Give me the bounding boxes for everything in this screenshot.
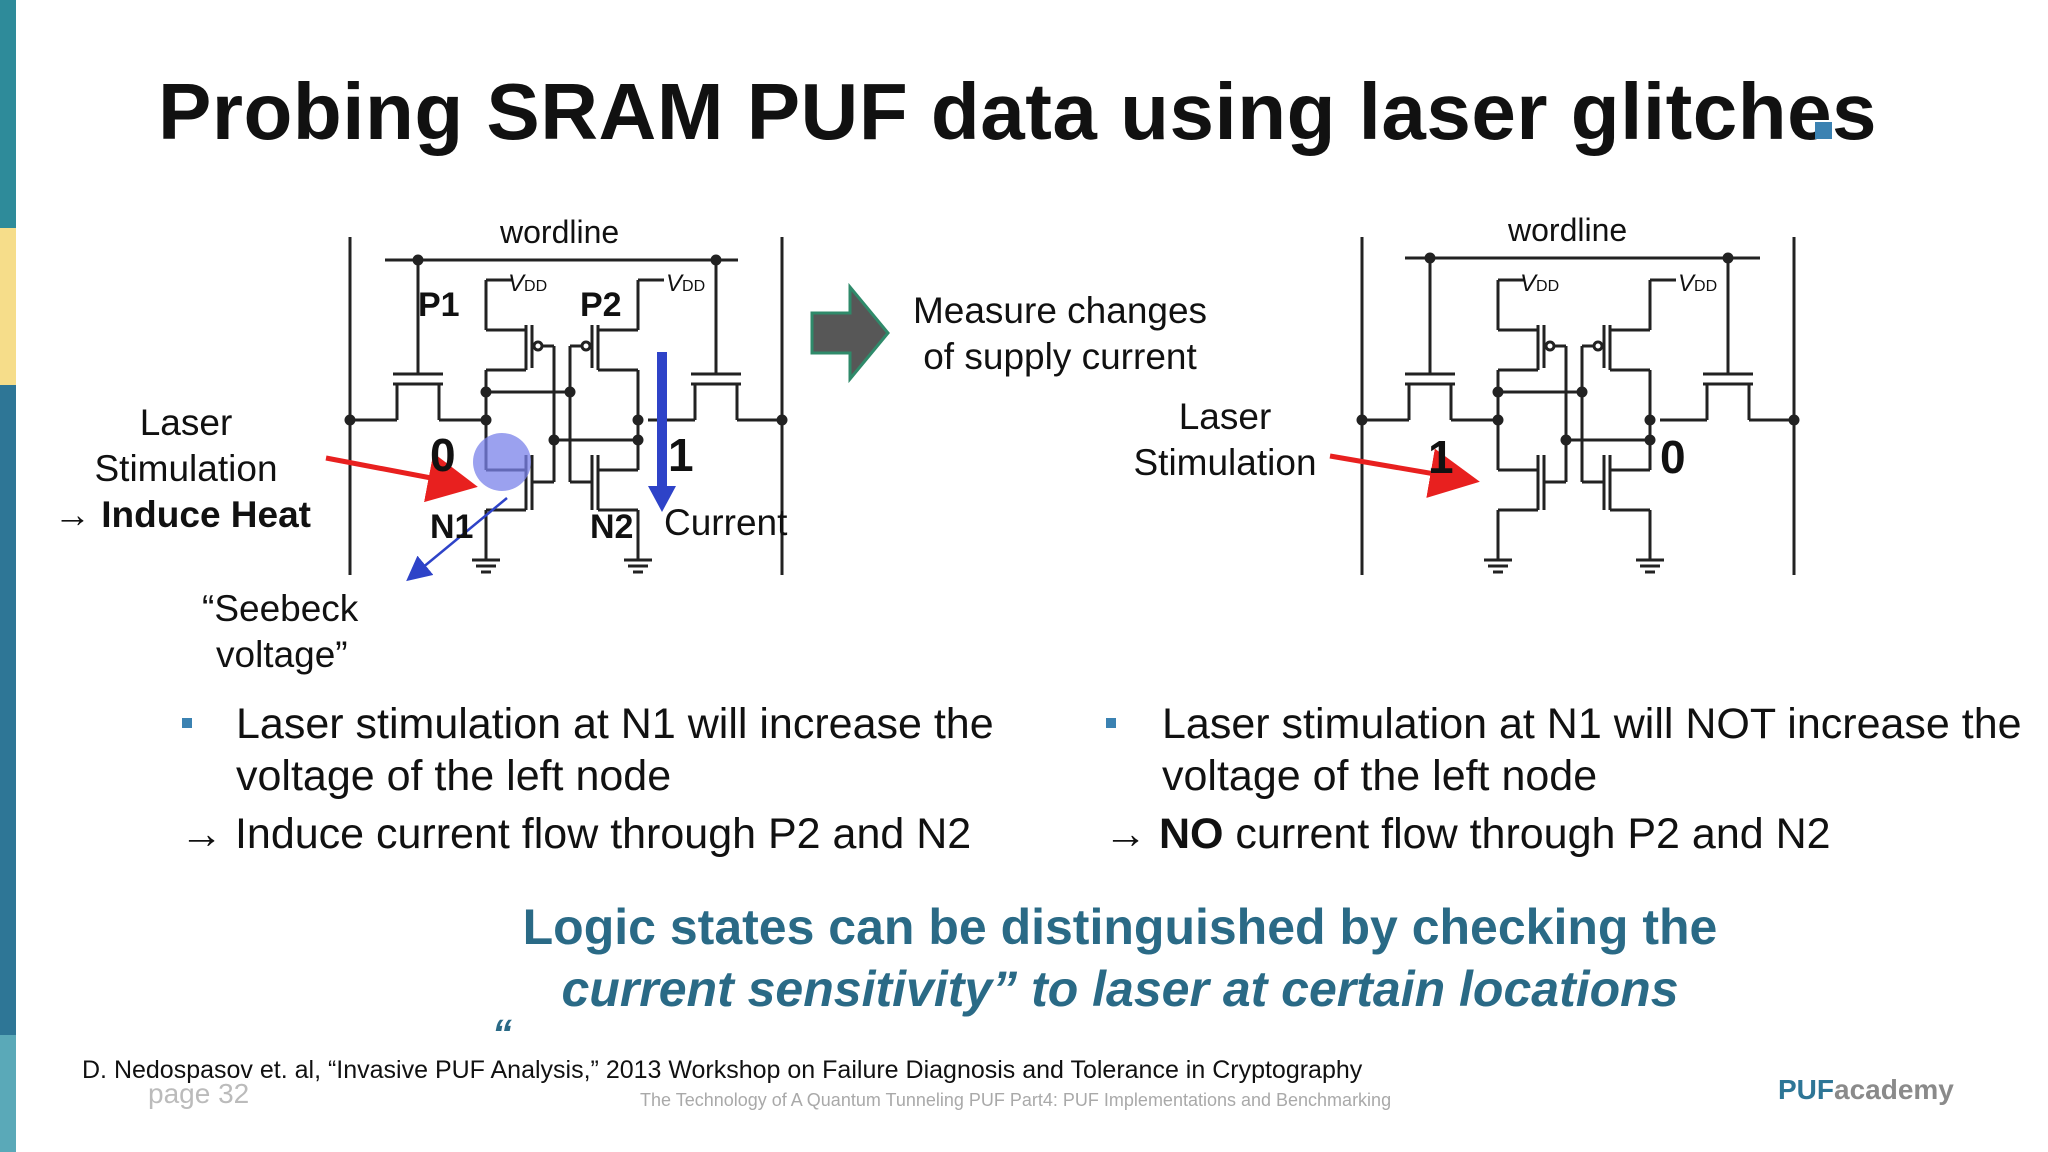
current-label: Current [664, 502, 788, 543]
slide-title: Probing SRAM PUF data using laser glitch… [158, 67, 1878, 156]
result-left: → Induce current flow through P2 and N2 [180, 810, 972, 858]
measure-arrow-icon [810, 282, 890, 384]
right-vdd2-label: VDD [1678, 270, 1718, 297]
title-accent-square [1815, 122, 1832, 139]
laser-arrow-right [1329, 448, 1480, 498]
right-wordline-label: wordline [1508, 212, 1628, 248]
reference-citation: D. Nedospasov et. al, “Invasive PUF Anal… [82, 1056, 1363, 1084]
induce-heat-label: → Induce Heat [54, 494, 311, 535]
p2-label: P2 [580, 286, 622, 324]
current-arrow-head [648, 486, 676, 512]
seebeck-arrow [406, 497, 508, 582]
seebeck-label-line2: voltage” [216, 634, 348, 675]
left-sram-cell [344, 237, 788, 575]
side-strip-light-teal [0, 1035, 16, 1152]
bullet-marker-right [1106, 718, 1116, 728]
bullet-marker-left [182, 718, 192, 728]
laser-stimulation-left-line1: Laser [139, 402, 233, 443]
page-number: page 32 [148, 1078, 250, 1109]
n2-label: N2 [590, 508, 634, 546]
right-state-1: 1 [1428, 431, 1454, 483]
left-state-0: 0 [430, 429, 456, 481]
laser-stimulation-right-line2: Stimulation [1133, 442, 1317, 483]
left-vdd2-label: VDD [666, 270, 706, 297]
seebeck-label-line1: “Seebeck [202, 588, 359, 629]
conclusion-text: Logic states can be distinguished by che… [522, 899, 1718, 1017]
laser-stimulation-left-line2: Stimulation [94, 448, 278, 489]
right-state-0: 0 [1660, 431, 1686, 483]
left-wordline-label: wordline [500, 214, 620, 250]
right-vdd1-label: VDD [1520, 270, 1560, 297]
side-strip-yellow [0, 228, 16, 385]
result-right: → NO current flow through P2 and N2 [1104, 810, 1831, 858]
side-strip-teal [0, 0, 16, 228]
puf-academy-logo: PUFacademy [1778, 1074, 1954, 1105]
measure-text-line1: Measure changes [912, 290, 1208, 331]
bullet-left-text: Laser stimulation at N1 will increase th… [236, 700, 994, 800]
side-strip-blue [0, 385, 16, 1035]
laser-arrow-left [325, 452, 478, 503]
conclusion-open-quote: “ [492, 1012, 512, 1056]
left-state-1: 1 [668, 429, 694, 481]
right-sram-cell [1356, 237, 1800, 575]
measure-text-line2: of supply current [923, 336, 1197, 377]
footer-subtitle: The Technology of A Quantum Tunneling PU… [640, 1090, 1392, 1110]
laser-spot [473, 433, 531, 491]
n1-label: N1 [430, 508, 474, 546]
left-vdd1-label: VDD [508, 270, 548, 297]
bullet-right-text: Laser stimulation at N1 will NOT increas… [1162, 700, 2022, 800]
laser-stimulation-right-line1: Laser [1178, 396, 1272, 437]
p1-label: P1 [418, 286, 460, 324]
